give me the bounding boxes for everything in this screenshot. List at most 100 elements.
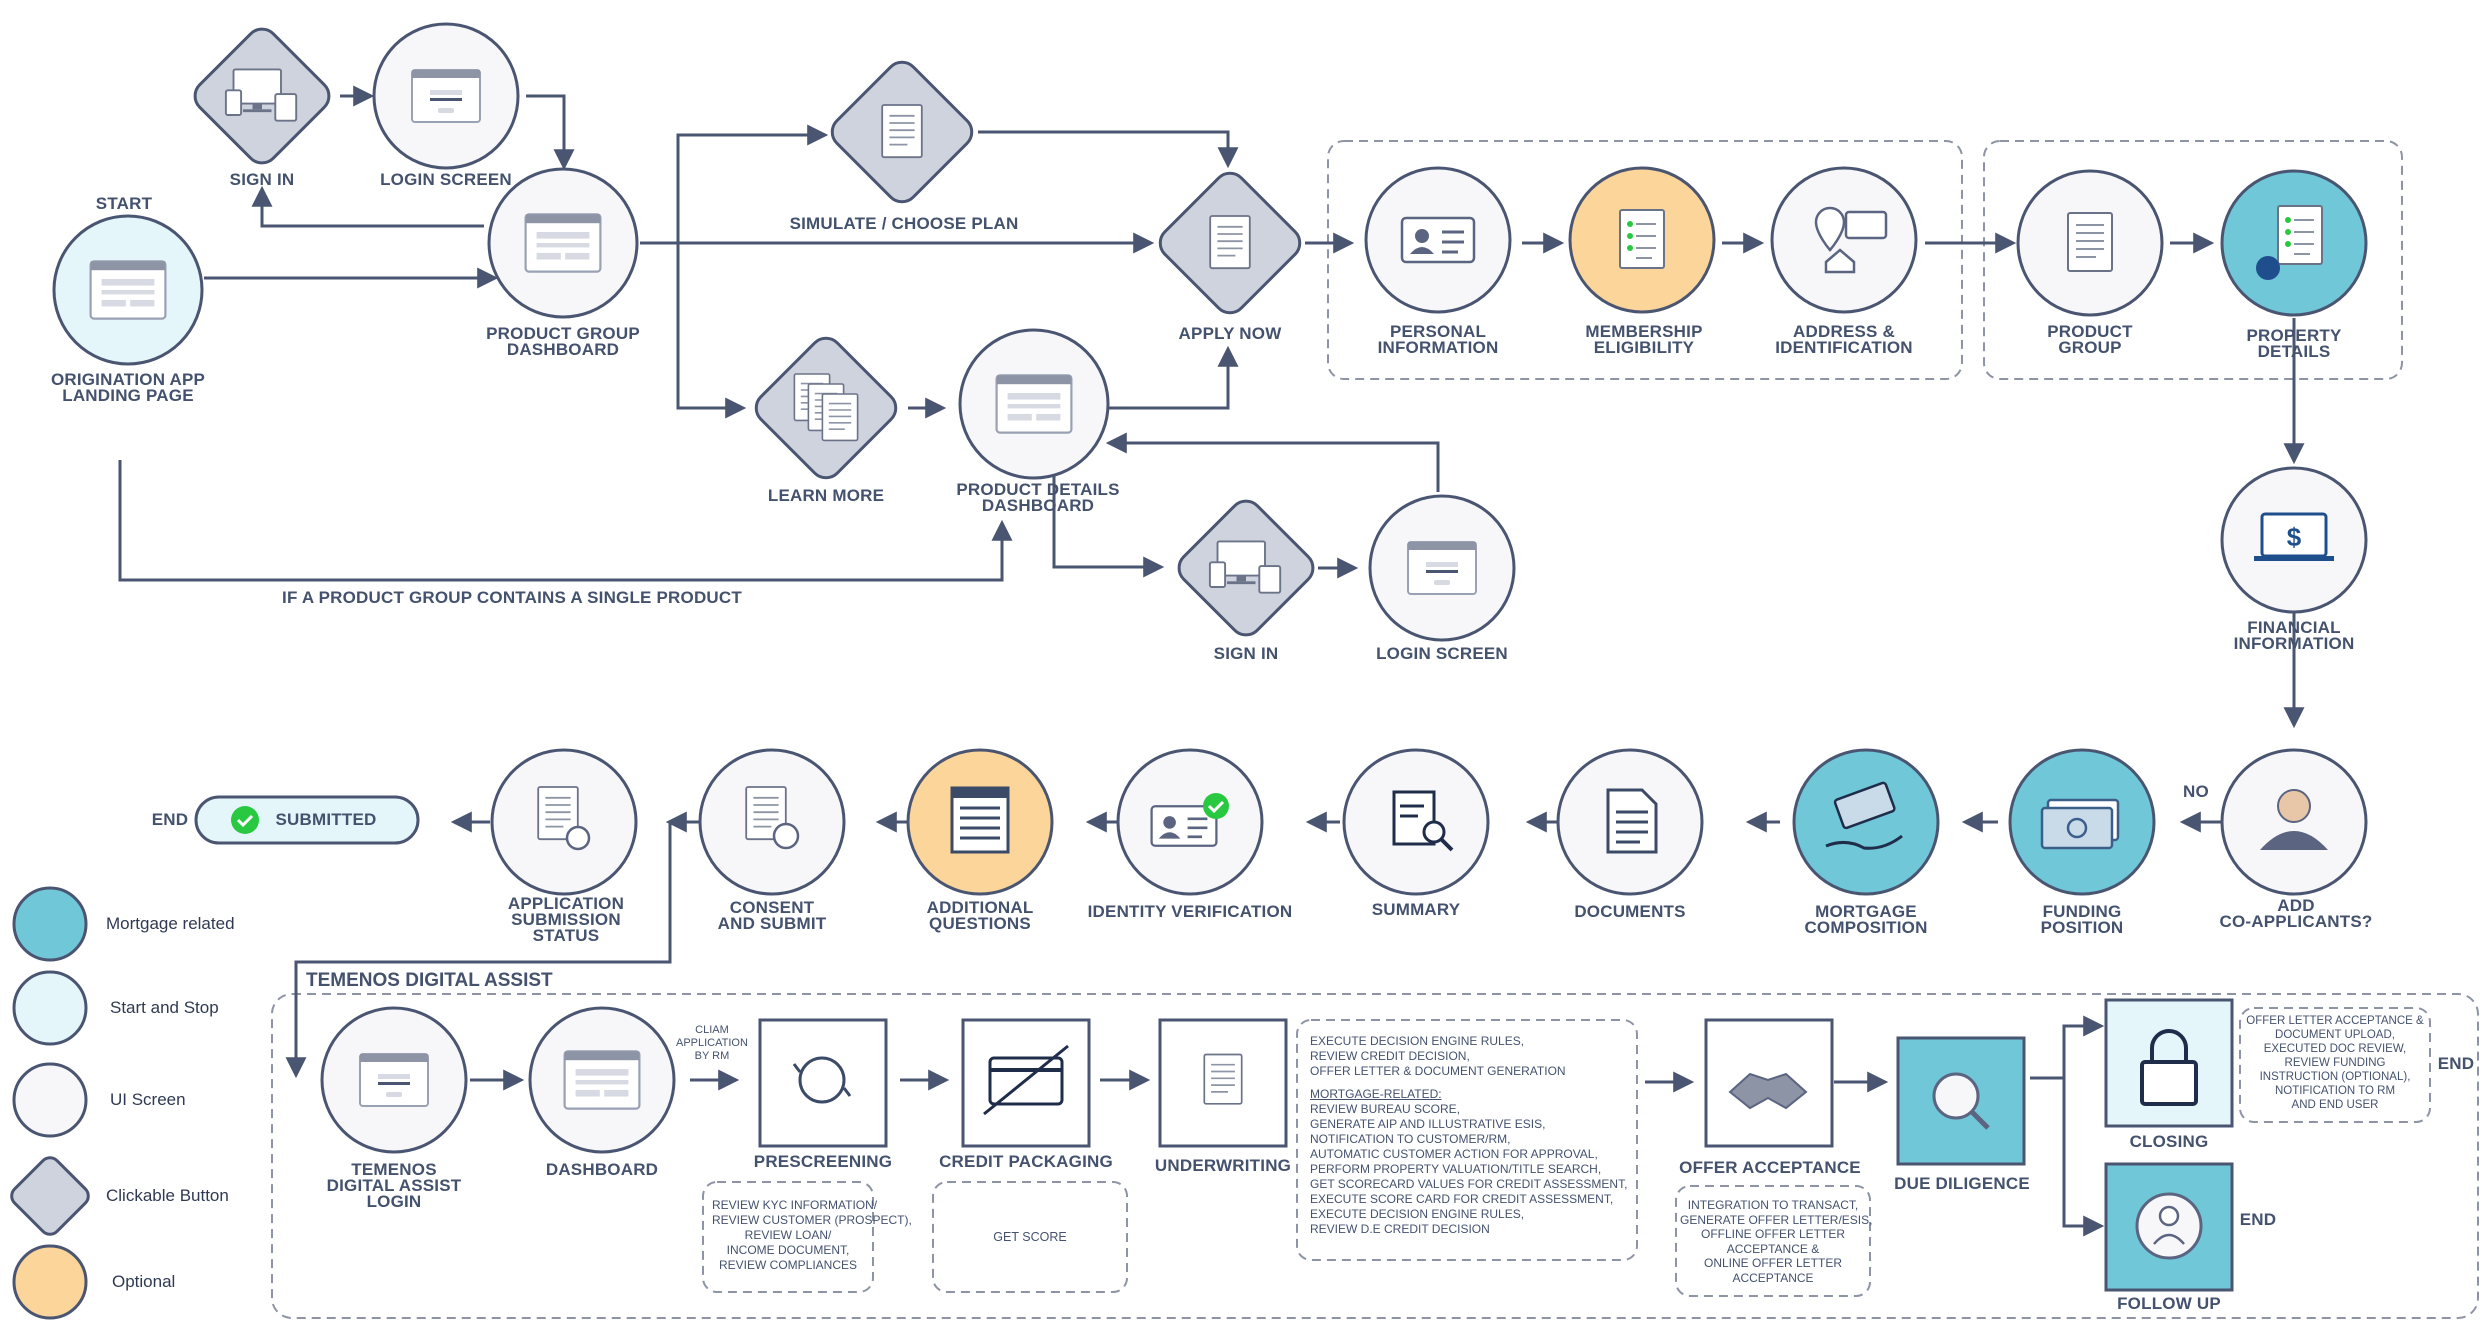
check-icon [1203,793,1229,819]
offer-note: INTEGRATION TO TRANSACT,GENERATE OFFER L… [1680,1198,1873,1285]
temenos-digital-assist-group [271,993,2479,1319]
submitted-label: SUBMITTED [275,810,377,829]
apply-now-button[interactable] [1154,167,1307,320]
prescreening-node[interactable] [758,1018,888,1148]
funding-position-node[interactable] [2008,748,2156,896]
refresh-fingerprint-icon [798,1056,846,1104]
product-group-node[interactable] [2016,169,2164,317]
start-label: START [95,194,153,213]
submitted-pill[interactable] [194,795,420,845]
membership-eligibility-node[interactable] [1568,166,1716,314]
money-hand-icon [1833,781,1896,830]
identity-verification-node[interactable] [1116,748,1264,896]
closing-note: OFFER LETTER ACCEPTANCE &DOCUMENT UPLOAD… [2246,1015,2424,1111]
mortgage-composition-node[interactable] [1792,748,1940,896]
closing-note-box [2239,1007,2431,1123]
legend-label-optional: Optional [112,1272,176,1291]
follow-up-label: FOLLOW UP [2117,1294,2221,1313]
summary-node[interactable] [1342,748,1490,896]
no-label: NO [2183,782,2209,801]
location-pin-icon [1814,206,1846,252]
end-label-follow-up: END [2239,1210,2277,1229]
legend-swatch-ui-screen [12,1062,88,1138]
form-icon [950,786,1010,854]
credit-packaging-node[interactable] [961,1018,1091,1148]
svg-text:$: $ [2287,522,2302,552]
add-co-applicants-node[interactable] [2220,748,2368,896]
legend-label-mortgage: Mortgage related [106,914,235,933]
application-status-node[interactable] [490,748,638,896]
consent-submit-node[interactable] [698,748,846,896]
tda-login-node[interactable] [320,1006,468,1154]
simulate-label: SIMULATE / CHOOSE PLAN [789,214,1019,233]
underwriting-note: EXECUTE DECISION ENGINE RULES,REVIEW CRE… [1310,1034,1628,1236]
origination-landing-node[interactable] [52,214,204,366]
identity-verification-label: IDENTITY VERIFICATION [1087,902,1293,921]
legend-label-clickable: Clickable Button [106,1186,229,1205]
learn-more-button[interactable] [750,332,903,485]
login-screen-label-2: LOGIN SCREEN [1376,644,1508,663]
underwriting-node[interactable] [1158,1018,1288,1148]
closing-label: CLOSING [2129,1132,2209,1151]
simulate-button[interactable] [826,56,979,209]
end-label: END [151,810,189,829]
house-icon [1824,248,1856,274]
legend [10,886,90,1320]
address-identification-label: ADDRESS &IDENTIFICATION [1775,322,1913,357]
credit-note-box [932,1181,1128,1293]
apply-now-label: APPLY NOW [1178,324,1282,343]
follow-up-node[interactable] [2104,1162,2234,1292]
tda-dashboard-node[interactable] [528,1006,676,1154]
due-diligence-node[interactable] [1896,1036,2026,1166]
offer-acceptance-node[interactable] [1704,1018,1834,1148]
single-product-label: IF A PRODUCT GROUP CONTAINS A SINGLE PRO… [282,588,742,607]
legend-label-start-stop: Start and Stop [110,998,219,1017]
check-icon [231,806,259,834]
prescreening-note: REVIEW KYC INFORMATION/REVIEW CUSTOMER (… [712,1198,912,1272]
legend-swatch-start-stop [12,970,88,1046]
credit-note: GET SCORE [993,1230,1067,1244]
property-group [1983,140,2403,380]
tda-dashboard-label: DASHBOARD [545,1160,659,1179]
login-screen-node[interactable] [372,22,520,170]
offer-note-box [1675,1185,1871,1297]
closing-node[interactable] [2104,998,2234,1128]
login-screen-label: LOGIN SCREEN [380,170,512,189]
person-icon [2277,789,2311,823]
end-label-closing: END [2437,1054,2475,1073]
property-details-node[interactable] [2220,169,2368,317]
handshake-icon [1728,1072,1808,1110]
documents-label: DOCUMENTS [1574,902,1686,921]
learn-more-label: LEARN MORE [767,486,885,505]
personal-information-node[interactable] [1364,166,1512,314]
product-group-dashboard-node[interactable] [487,167,639,319]
product-details-dashboard-node[interactable] [958,328,1110,480]
due-diligence-label: DUE DILIGENCE [1894,1174,2030,1193]
tda-title: TEMENOS DIGITAL ASSIST [306,970,553,991]
additional-questions-node[interactable] [906,748,1054,896]
sign-in-button-2[interactable] [1172,494,1319,641]
credit-packaging-label: CREDIT PACKAGING [939,1152,1113,1171]
address-identification-node[interactable] [1770,166,1918,314]
sign-in-label-2: SIGN IN [1213,644,1279,663]
legend-swatch-optional [12,1244,88,1320]
login-screen-node-2[interactable] [1368,494,1516,642]
summary-label: SUMMARY [1371,900,1461,919]
documents-node[interactable] [1556,748,1704,896]
financial-information-node[interactable]: $ [2220,466,2368,614]
legend-swatch-mortgage [12,886,88,962]
sign-in-button[interactable] [188,22,335,169]
